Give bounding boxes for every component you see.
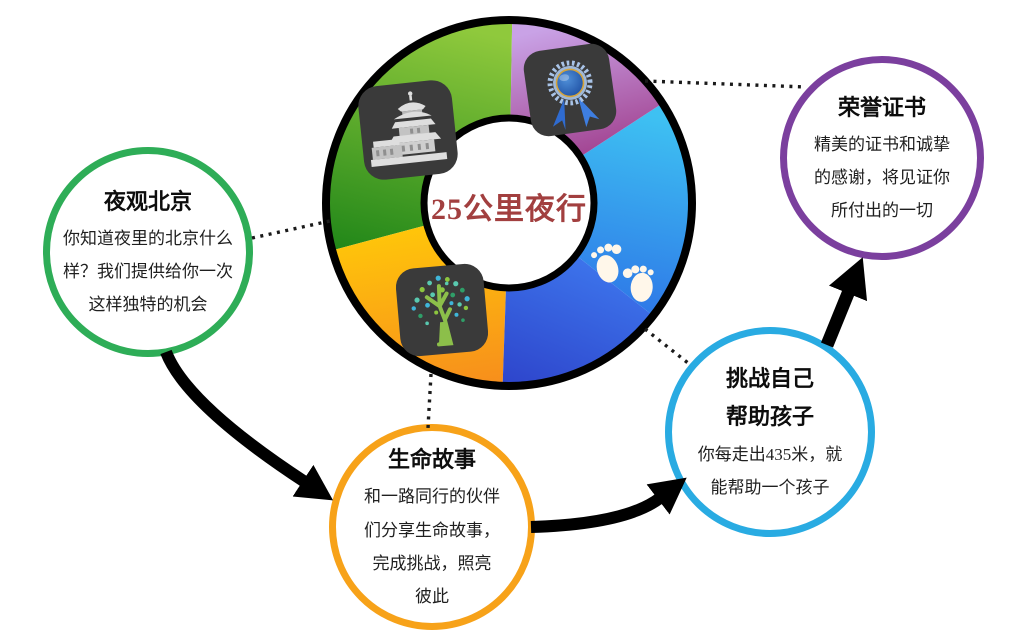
- node-night-beijing: 夜观北京 你知道夜里的北京什么 样？我们提供给你一次 这样独特的机会: [43, 147, 253, 357]
- award-ribbon-icon: [523, 43, 617, 137]
- node-title-certificate: 荣誉证书: [837, 94, 926, 120]
- donut-segment-orange: [332, 225, 506, 386]
- donut-center-label: 25公里夜行: [431, 193, 587, 226]
- temple-icon: [358, 80, 458, 180]
- node-title-night-beijing: 夜观北京: [103, 188, 192, 214]
- node-challenge: 挑战自己 帮助孩子 你每走出435米，就 能帮助一个孩子: [665, 327, 875, 537]
- node-title-life-story: 生命故事: [387, 446, 476, 472]
- footprints-icon: [591, 243, 654, 302]
- node-certificate: 荣誉证书 精美的证书和诚挚 的感谢，将见证你 所付出的一切: [780, 56, 984, 260]
- node-body-certificate: 精美的证书和诚挚 的感谢，将见证你 所付出的一切: [814, 135, 950, 221]
- donut-segment-purple: [510, 20, 663, 157]
- connector-donut-certificate: [644, 79, 807, 89]
- node-body-night-beijing: 你知道夜里的北京什么 样？我们提供给你一次 这样独特的机会: [63, 229, 233, 315]
- donut-segment-royal-blue: [502, 255, 654, 387]
- connector-donut-life-story: [426, 373, 433, 429]
- arrow-challenge-to-certificate: [820, 257, 868, 348]
- arrow-life-story-to-challenge: [530, 477, 687, 533]
- node-life-story: 生命故事 和一路同行的伙伴 们分享生命故事， 完成挑战，照亮 彼此: [329, 424, 535, 630]
- connector-donut-challenge: [643, 327, 690, 365]
- node-title-challenge: 挑战自己 帮助孩子: [725, 365, 814, 430]
- arrow-night-beijing-to-life-story: [160, 349, 334, 501]
- tree-icon: [395, 263, 489, 357]
- node-body-challenge: 你每走出435米，就 能帮助一个孩子: [697, 444, 843, 497]
- node-body-life-story: 和一路同行的伙伴 们分享生命故事， 完成挑战，照亮 彼此: [364, 487, 500, 606]
- connector-night-beijing-donut: [251, 219, 331, 240]
